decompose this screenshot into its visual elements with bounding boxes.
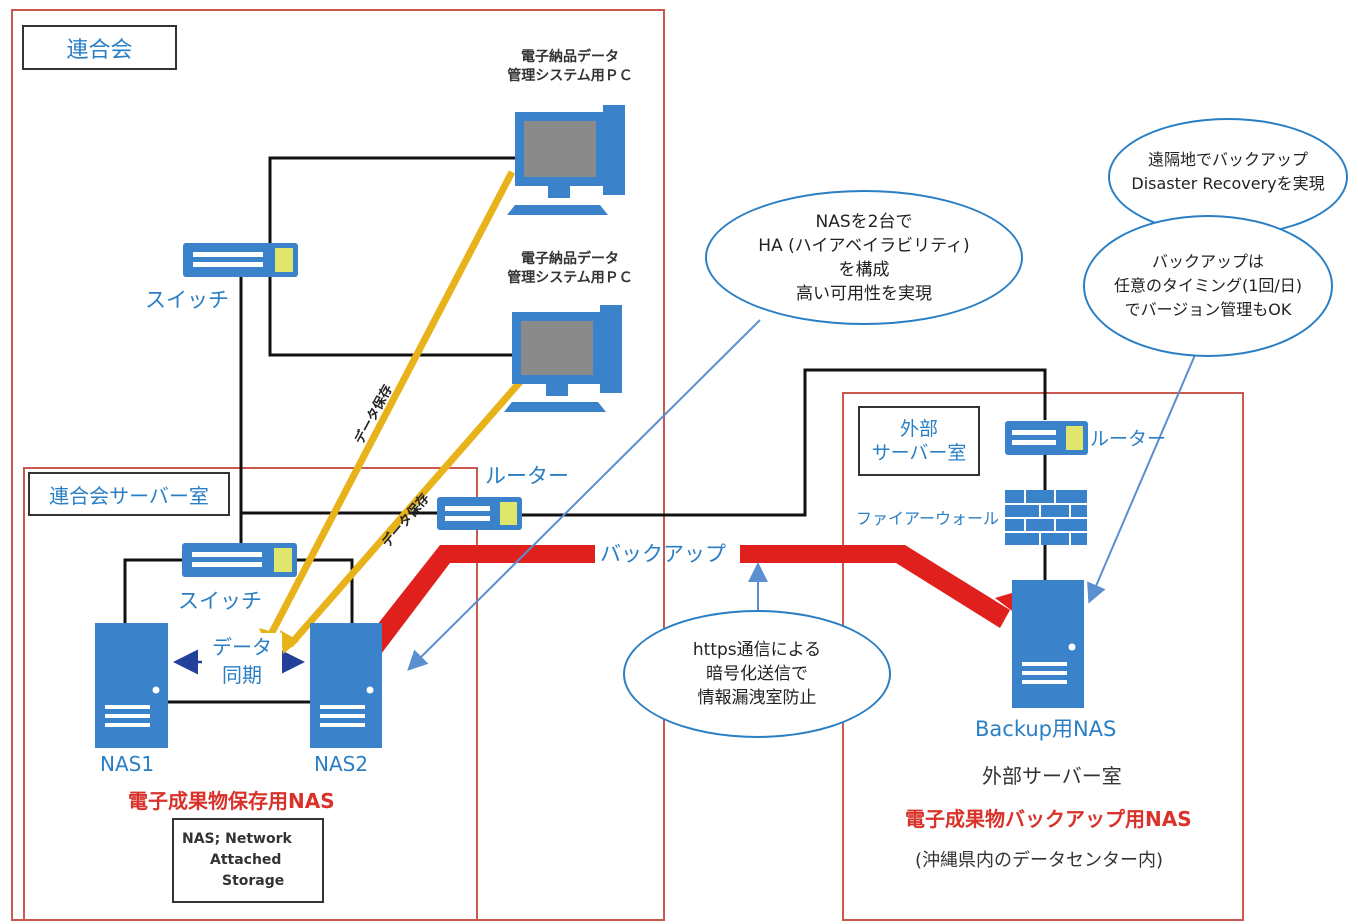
dr-bubble-line-1: 遠隔地でバックアップ [1147,150,1308,169]
firewall-label: ファイアーウォール [856,509,1000,528]
data-save-label-2: データ保存 [379,490,433,550]
switch-icon-top [183,243,298,277]
data-sync-label-line-2: 同期 [222,663,262,687]
federation-server-room-frame [23,467,478,921]
external-room-text-2: サーバー室 [871,442,967,464]
pc1-label-line-2: 管理システム用ＰＣ [507,68,633,84]
nas2-label: NAS2 [314,752,369,776]
federation-area-label: 連合会 [22,25,177,70]
data-sync-label-line-1: データ [212,635,272,659]
backup-timing-line-2: 任意のタイミング(1回/日) [1113,276,1303,295]
pc2-label: 電子納品データ 管理システム用ＰＣ [490,250,650,288]
switch-icon-bottom [182,543,297,577]
backup-nas-label: Backup用NAS [975,717,1117,741]
ha-bubble-line-2: HA (ハイアベイラビリティ) [758,235,970,256]
router-icon-left [437,497,522,530]
backup-nas-group-caption: 電子成果物バックアップ用NAS [905,807,1192,831]
router-right-label: ルーター [1090,428,1167,450]
backup-timing-line-1: バックアップは [1151,252,1264,271]
data-save-lines [264,170,551,648]
https-bubble-line-1: https通信による [692,640,822,660]
federation-area-text: 連合会 [66,37,133,63]
https-bubble-line-2: 暗号化送信で [706,664,808,684]
ha-bubble-line-1: NASを2台で [815,211,913,232]
router-icon-right [1005,421,1088,455]
ha-bubble-line-4: 高い可用性を実現 [796,283,932,304]
nas-note-line-3: Storage [222,873,285,889]
pc-icon-2 [504,305,622,412]
dr-bubble-line-2: Disaster Recoveryを実現 [1131,174,1325,193]
https-bubble: https通信による 暗号化送信で 情報漏洩室防止 [623,610,891,738]
router-left-label: ルーター [485,464,569,488]
federation-server-room-text: 連合会サーバー室 [49,483,209,508]
pc-icon-1 [507,105,625,215]
https-bubble-line-3: 情報漏洩室防止 [697,688,817,708]
dr-bubble: 遠隔地でバックアップ Disaster Recoveryを実現 [1108,118,1348,236]
data-sync-label: データ 同期 [202,633,282,689]
backup-timing-bubble: バックアップは 任意のタイミング(1回/日) でバージョン管理もOK [1083,215,1333,357]
network-cables [123,156,1047,704]
external-room-caption: 外部サーバー室 [982,764,1122,788]
firewall-icon [1005,490,1087,545]
pc1-label: 電子納品データ 管理システム用ＰＣ [490,48,650,86]
backup-nas-server-icon [1012,580,1084,708]
nas1-server-icon [95,623,168,748]
callout-arrows [407,319,1196,671]
datacenter-caption: (沖縄県内のデータセンター内) [915,850,1164,871]
switch-top-label: スイッチ [145,288,229,312]
pc2-label-line-2: 管理システム用ＰＣ [507,270,633,286]
nas-note-line-2: Attached [210,852,282,868]
federation-server-room-label: 連合会サーバー室 [28,472,230,516]
nas2-server-icon [310,623,382,748]
nas1-label: NAS1 [100,752,155,776]
backup-label: バックアップ [600,542,726,566]
pc1-label-line-1: 電子納品データ [521,49,619,65]
ha-bubble-line-3: を構成 [838,259,890,280]
nas-group-caption: 電子成果物保存用NAS [128,789,335,813]
pc2-label-line-1: 電子納品データ [521,251,619,267]
nas-definition-note: NAS; Network Attached Storage [172,818,324,903]
backup-timing-line-3: でバージョン管理もOK [1124,300,1292,319]
nas-note-line-1: NAS; Network [182,831,292,847]
external-room-text-1: 外部 [899,418,938,440]
ha-bubble: NASを2台で HA (ハイアベイラビリティ) を構成 高い可用性を実現 [705,190,1023,325]
switch-bottom-label: スイッチ [178,589,262,613]
external-room-label: 外部 サーバー室 [858,406,980,476]
